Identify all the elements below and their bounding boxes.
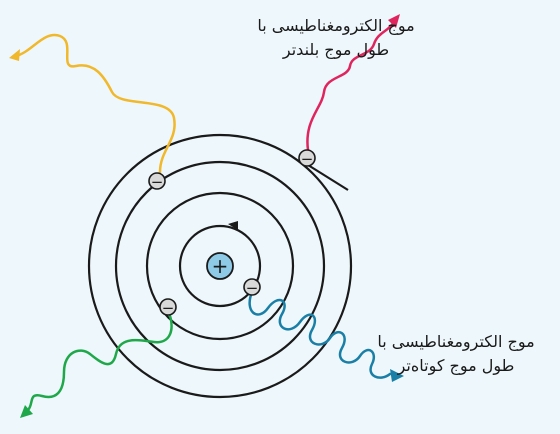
electron-1: − <box>149 173 165 191</box>
nucleus-sign: + <box>212 254 229 278</box>
electron-sign: − <box>301 150 314 168</box>
long-wavelength-label: موج الکترومغناطیسی با طول موج بلندتر <box>257 14 414 62</box>
electron-4: − <box>244 279 260 297</box>
electron-sign: − <box>151 173 164 191</box>
electron-2: − <box>299 150 315 168</box>
short-wavelength-label-line-1: موج الکترومغناطیسی با <box>377 330 534 354</box>
electron-sign: − <box>162 299 175 317</box>
long-wavelength-label-line-2: طول موج بلندتر <box>257 38 414 62</box>
nucleus: + <box>207 253 233 279</box>
electron-3: − <box>160 299 176 317</box>
short-wavelength-label: موج الکترومغناطیسی با طول موج کوتاه‌تر <box>377 330 534 378</box>
long-wavelength-label-line-1: موج الکترومغناطیسی با <box>257 14 414 38</box>
electron-sign: − <box>246 279 259 297</box>
short-wavelength-label-line-2: طول موج کوتاه‌تر <box>377 354 534 378</box>
